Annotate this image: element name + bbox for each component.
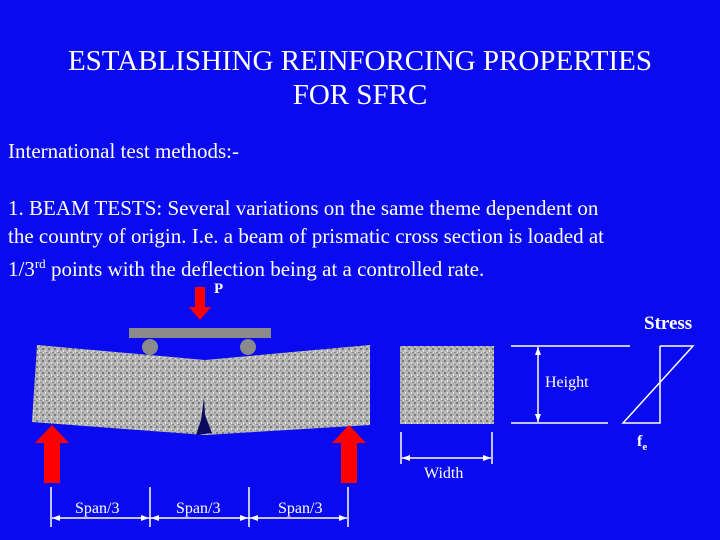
body-line-2: the country of origin. I.e. a beam of pr…	[8, 224, 604, 248]
loading-plate	[129, 328, 271, 338]
fe-label: fe	[637, 433, 647, 453]
roller-right	[240, 339, 256, 355]
body-line-3-suffix: points with the deflection being at a co…	[45, 257, 485, 281]
width-label: Width	[424, 465, 464, 482]
superscript-rd: rd	[34, 256, 46, 271]
support-arrow-left-icon	[35, 425, 69, 483]
span-dimension-lines	[50, 487, 349, 527]
subtitle: International test methods:-	[8, 139, 239, 163]
span-label-1: Span/3	[75, 500, 120, 517]
load-arrow-icon	[189, 287, 211, 320]
support-arrow-right-icon	[332, 425, 366, 483]
span-label-2: Span/3	[176, 500, 221, 517]
slide-title: ESTABLISHING REINFORCING PROPERTIES FOR …	[0, 44, 720, 112]
title-line-2: FOR SFRC	[292, 79, 428, 111]
height-dimension	[511, 345, 630, 424]
cross-section	[400, 346, 494, 424]
stress-label: Stress	[644, 313, 693, 334]
width-dimension	[400, 432, 493, 464]
stress-distribution	[621, 345, 695, 424]
body-line-1: 1. BEAM TESTS: Several variations on the…	[8, 196, 599, 220]
crack-icon	[196, 398, 212, 435]
beam	[32, 345, 370, 435]
fe-f: f	[637, 433, 643, 450]
span-label-3: Span/3	[278, 500, 323, 517]
body-line-3: 1/3rd points with the deflection being a…	[8, 250, 484, 283]
title-line-1: ESTABLISHING REINFORCING PROPERTIES	[67, 45, 653, 77]
load-label: P	[214, 281, 224, 297]
height-label: Height	[545, 374, 589, 391]
fe-subscript: e	[642, 441, 648, 454]
roller-left	[142, 339, 158, 355]
body-line-3-prefix: 1/3	[8, 257, 35, 281]
